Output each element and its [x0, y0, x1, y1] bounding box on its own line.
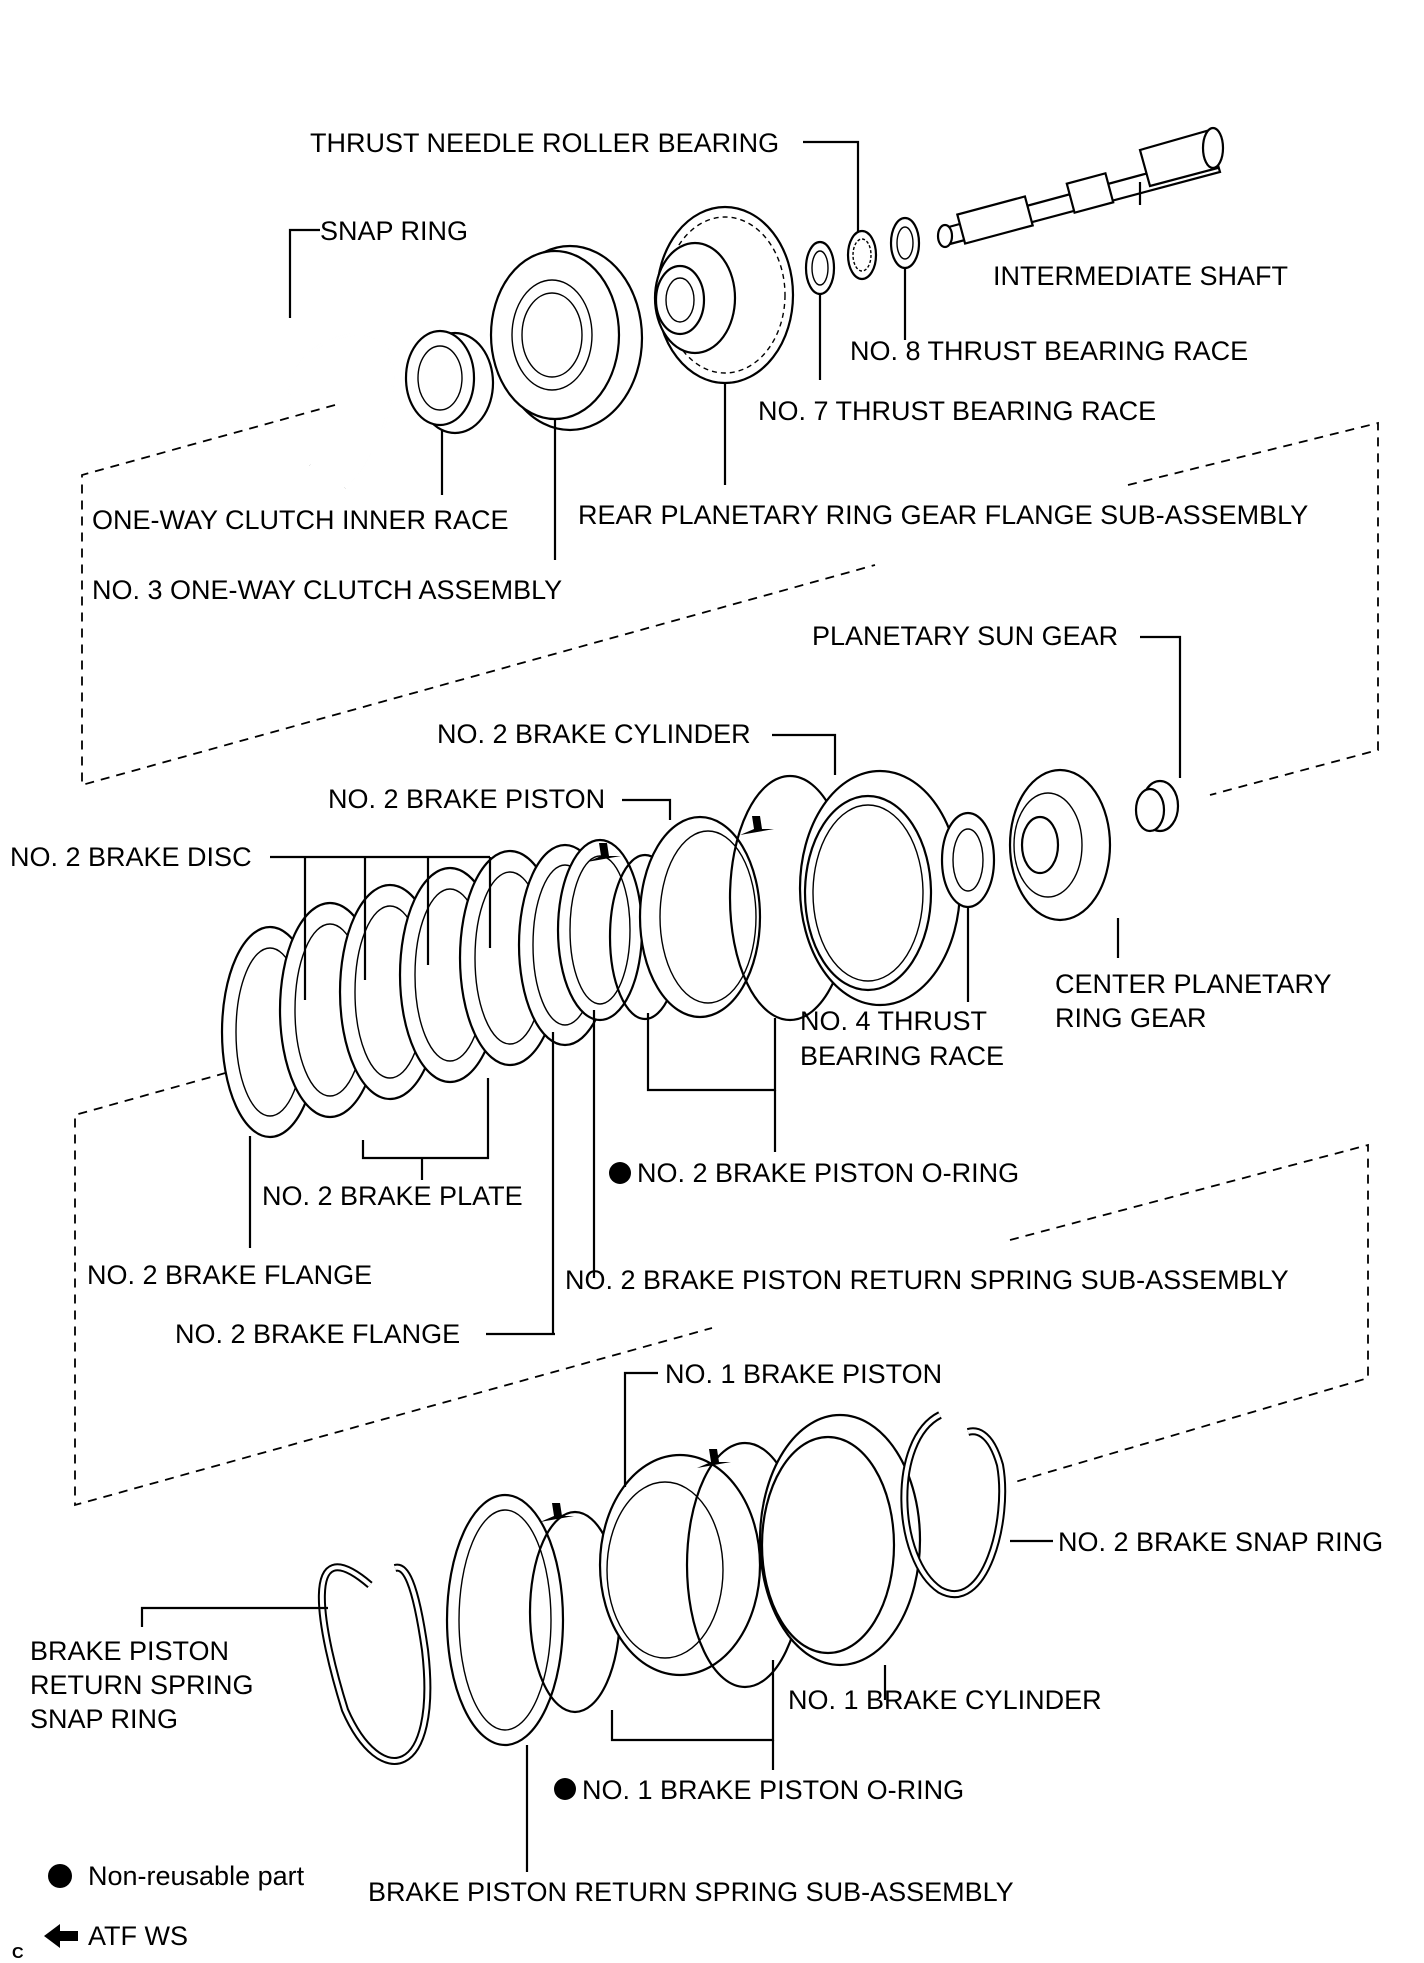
- no3-one-way-clutch-assembly: [489, 244, 644, 432]
- no4-thrust-bearing-race: [940, 811, 996, 909]
- label-intermediate-shaft: INTERMEDIATE SHAFT: [993, 261, 1288, 291]
- non-reusable-dot-icon: [48, 1864, 72, 1888]
- label-one-way-clutch-inner-race: ONE-WAY CLUTCH INNER RACE: [92, 505, 509, 535]
- one-way-clutch-inner-race: [404, 329, 495, 435]
- center-planetary-ring-gear: [1008, 768, 1112, 922]
- label-center-planetary-2: RING GEAR: [1055, 1003, 1207, 1033]
- no2-brake-piston: [638, 815, 762, 1019]
- label-snap-ring: SNAP RING: [320, 216, 468, 246]
- non-reusable-dot-icon: [554, 1778, 576, 1800]
- label-no2-brake-plate: NO. 2 BRAKE PLATE: [262, 1181, 523, 1211]
- label-bp-return-spring-snap-ring-2: RETURN SPRING: [30, 1670, 254, 1700]
- leader-lines: [140, 140, 1182, 1872]
- legend-non-reusable: Non-reusable part: [88, 1861, 305, 1891]
- label-center-planetary-1: CENTER PLANETARY: [1055, 969, 1332, 999]
- label-no4-thrust-2: BEARING RACE: [800, 1041, 1004, 1071]
- no8-thrust-bearing-race: [889, 216, 921, 270]
- no2-brake-piston-return-spring: [556, 838, 644, 1022]
- label-no8-thrust-bearing-race: NO. 8 THRUST BEARING RACE: [850, 336, 1248, 366]
- label-no1-brake-cylinder: NO. 1 BRAKE CYLINDER: [788, 1685, 1102, 1715]
- label-bp-return-spring-snap-ring-3: SNAP RING: [30, 1704, 178, 1734]
- part-labels: THRUST NEEDLE ROLLER BEARING SNAP RING I…: [10, 128, 1383, 1907]
- label-no4-thrust-1: NO. 4 THRUST: [800, 1006, 987, 1036]
- label-no2-brake-cylinder: NO. 2 BRAKE CYLINDER: [437, 719, 751, 749]
- label-no3-one-way-clutch-assembly: NO. 3 ONE-WAY CLUTCH ASSEMBLY: [92, 575, 562, 605]
- snap-ring-top: [287, 332, 395, 490]
- legend-atf-ws: ATF WS: [88, 1921, 188, 1951]
- rear-planetary-ring-gear-flange: [653, 205, 795, 385]
- label-brake-piston-return-spring-sub-assembly: BRAKE PISTON RETURN SPRING SUB-ASSEMBLY: [368, 1877, 1014, 1907]
- alignment-guides: [74, 404, 1379, 1507]
- no7-thrust-bearing-race: [804, 240, 836, 296]
- label-no1-brake-piston-oring: NO. 1 BRAKE PISTON O-RING: [582, 1775, 964, 1805]
- no1-brake-cylinder: [758, 1413, 922, 1667]
- no2-brake-snap-ring: [900, 1411, 1007, 1598]
- label-no2-brake-disc: NO. 2 BRAKE DISC: [10, 842, 252, 872]
- atf-arrow-icon: [44, 1924, 78, 1948]
- label-no2-brake-piston: NO. 2 BRAKE PISTON: [328, 784, 605, 814]
- no1-brake-piston: [598, 1453, 762, 1677]
- label-no2-brake-flange-a: NO. 2 BRAKE FLANGE: [87, 1260, 372, 1290]
- label-no2-brake-piston-return-spring: NO. 2 BRAKE PISTON RETURN SPRING SUB-ASS…: [565, 1265, 1289, 1295]
- label-no7-thrust-bearing-race: NO. 7 THRUST BEARING RACE: [758, 396, 1156, 426]
- non-reusable-dot-icon: [609, 1162, 631, 1184]
- label-rear-planetary-ring-gear-flange: REAR PLANETARY RING GEAR FLANGE SUB-ASSE…: [578, 500, 1308, 530]
- no2-brake-cylinder: [798, 769, 962, 1007]
- brake-piston-return-spring-sub-assembly: [445, 1493, 565, 1747]
- label-no2-brake-flange-b: NO. 2 BRAKE FLANGE: [175, 1319, 460, 1349]
- label-no1-brake-piston: NO. 1 BRAKE PISTON: [665, 1359, 942, 1389]
- planetary-sun-gear: [1134, 779, 1180, 833]
- label-no2-brake-piston-oring: NO. 2 BRAKE PISTON O-RING: [637, 1158, 1019, 1188]
- legend: Non-reusable part ATF WS: [44, 1861, 305, 1951]
- label-thrust-needle-roller-bearing: THRUST NEEDLE ROLLER BEARING: [310, 128, 779, 158]
- label-bp-return-spring-snap-ring-1: BRAKE PISTON: [30, 1636, 229, 1666]
- atf-arrow-markers: [540, 816, 774, 1522]
- label-planetary-sun-gear: PLANETARY SUN GEAR: [812, 621, 1118, 651]
- brake-piston-return-spring-snap-ring: [317, 1563, 432, 1765]
- corner-code: C: [12, 1945, 24, 1962]
- label-no2-brake-snap-ring: NO. 2 BRAKE SNAP RING: [1058, 1527, 1383, 1557]
- intermediate-shaft: [936, 126, 1225, 249]
- thrust-needle-roller-bearing: [846, 229, 878, 281]
